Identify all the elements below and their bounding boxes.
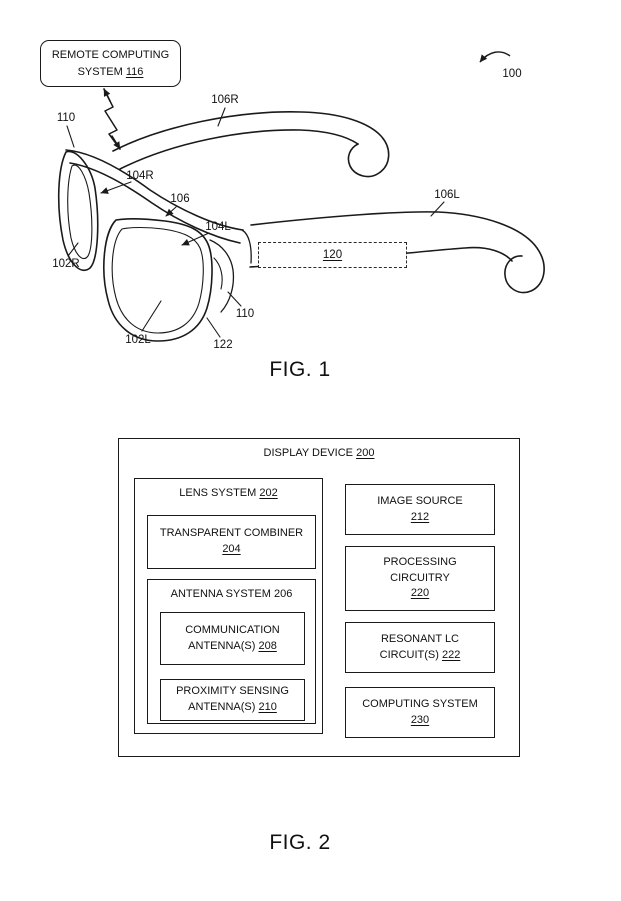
transparent-combiner-box: TRANSPARENT COMBINER 204 — [147, 515, 316, 569]
brow-bar-top — [65, 149, 244, 231]
remote-computing-system-box: REMOTE COMPUTING SYSTEM 116 — [40, 40, 181, 87]
lightning-bolt-icon — [103, 88, 121, 150]
leader-110b — [227, 291, 242, 307]
lightning-arrow-top — [103, 88, 111, 102]
left-lens-path — [103, 218, 213, 342]
display-device-label: DISPLAY DEVICE — [263, 447, 354, 459]
nose-bridge-path — [209, 239, 235, 313]
processing-num: 220 — [411, 586, 429, 602]
processing-circuitry-box: PROCESSING CIRCUITRY 220 — [345, 546, 495, 611]
fig1-caption: FIG. 1 — [269, 358, 331, 381]
nose-pad-path — [213, 257, 223, 290]
display-device-box: DISPLAY DEVICE 200 LENS SYSTEM 202 TRANS… — [118, 438, 520, 757]
lens-system-label: LENS SYSTEM — [179, 487, 257, 499]
display-device-num: 200 — [356, 447, 375, 459]
processing-line2: CIRCUITRY — [390, 571, 450, 584]
leader-104R — [100, 181, 132, 194]
right-temple-lower-edge — [119, 129, 359, 170]
processing-num-text: 220 — [410, 587, 430, 600]
remote-box-text2: SYSTEM — [77, 65, 123, 78]
communication-antennas-box: COMMUNICATION ANTENNA(S) 208 — [160, 612, 305, 665]
curved-arrow-100-icon — [479, 51, 511, 63]
ref-label-110b: 110 — [235, 308, 255, 320]
leader-110a — [66, 125, 75, 148]
leader-106L — [430, 201, 445, 217]
right-temple-path — [112, 111, 390, 178]
antenna-system-label: ANTENNA SYSTEM — [170, 588, 271, 600]
lens-system-title: LENS SYSTEM 202 — [135, 486, 322, 502]
ref-label-106L: 106L — [434, 189, 460, 201]
comm-line2: ANTENNA(S) 208 — [188, 639, 277, 655]
leader-106 — [165, 206, 177, 217]
remote-box-text1: REMOTE COMPUTING — [51, 49, 170, 61]
remote-box-line2: SYSTEM 116 — [78, 64, 144, 81]
resonant-line2-text: CIRCUIT(S) — [379, 648, 439, 661]
image-source-num: 212 — [411, 510, 429, 526]
display-device-title: DISPLAY DEVICE 200 — [119, 446, 519, 462]
endpiece-path — [241, 229, 252, 264]
prox-line2-text: ANTENNA(S) — [188, 701, 256, 713]
comm-line1: COMMUNICATION — [185, 623, 280, 636]
antenna-system-box: ANTENNA SYSTEM 206 COMMUNICATION ANTENNA… — [147, 579, 316, 724]
antenna-system-num: 206 — [273, 588, 293, 600]
leader-lines — [66, 107, 445, 338]
resonant-line1: RESONANT LC — [380, 632, 460, 645]
lightning-zigzag — [103, 88, 121, 150]
lens-system-box: LENS SYSTEM 202 TRANSPARENT COMBINER 204… — [134, 478, 323, 734]
leader-104L — [181, 232, 210, 246]
computing-line1: COMPUTING SYSTEM — [362, 697, 478, 710]
fig2-caption: FIG. 2 — [269, 831, 331, 854]
glasses-drawing — [57, 111, 545, 342]
ref-label-110a: 110 — [56, 112, 76, 124]
combiner-num: 204 — [222, 542, 240, 558]
image-source-num-text: 212 — [410, 510, 430, 523]
proximity-antennas-box: PROXIMITY SENSING ANTENNA(S) 210 — [160, 679, 305, 721]
brow-bar-bottom — [69, 162, 241, 244]
remote-box-line1: REMOTE COMPUTING — [52, 47, 169, 64]
image-source-line1: IMAGE SOURCE — [377, 494, 463, 507]
prox-line1: PROXIMITY SENSING — [176, 685, 289, 698]
processing-line1: PROCESSING — [383, 556, 457, 569]
lightning-arrow-bottom — [111, 135, 121, 150]
lens-system-num: 202 — [259, 487, 278, 499]
comm-line2-text: ANTENNA(S) — [188, 639, 256, 652]
ref-label-104R: 104R — [126, 170, 154, 182]
comm-num: 208 — [258, 639, 277, 652]
antenna-system-title: ANTENNA SYSTEM 206 — [148, 587, 315, 603]
right-lens-inner — [67, 164, 93, 260]
ref-120-dashed-box: 120 — [258, 242, 407, 268]
computing-num-text: 230 — [410, 713, 430, 726]
ref-label-106R: 106R — [211, 94, 239, 106]
computing-num: 230 — [411, 713, 429, 729]
ref-label-120: 120 — [322, 249, 343, 261]
leader-122 — [206, 317, 221, 338]
ref-label-122: 122 — [213, 339, 233, 351]
leader-102L — [141, 300, 162, 332]
ref-label-106: 106 — [170, 193, 190, 205]
combiner-line1: TRANSPARENT COMBINER — [159, 527, 304, 540]
resonant-lc-box: RESONANT LC CIRCUIT(S) 222 — [345, 622, 495, 673]
ref-label-104L: 104L — [205, 221, 231, 233]
leader-106R — [217, 107, 226, 127]
remote-box-num: 116 — [125, 65, 144, 78]
left-temple-top — [250, 211, 545, 294]
ref-label-102L: 102L — [125, 334, 151, 346]
resonant-num: 222 — [441, 648, 461, 661]
prox-num: 210 — [258, 701, 277, 713]
ref-label-102R: 102R — [52, 258, 80, 270]
computing-system-box: COMPUTING SYSTEM 230 — [345, 687, 495, 738]
right-lens-path — [57, 150, 99, 271]
resonant-line2: CIRCUIT(S) 222 — [380, 648, 461, 664]
ref-label-100: 100 — [502, 68, 522, 80]
image-source-box: IMAGE SOURCE 212 — [345, 484, 495, 535]
leader-102R — [67, 242, 79, 257]
left-lens-inner — [111, 226, 204, 334]
combiner-num-text: 204 — [222, 543, 241, 555]
prox-line2: ANTENNA(S) 210 — [188, 700, 277, 716]
